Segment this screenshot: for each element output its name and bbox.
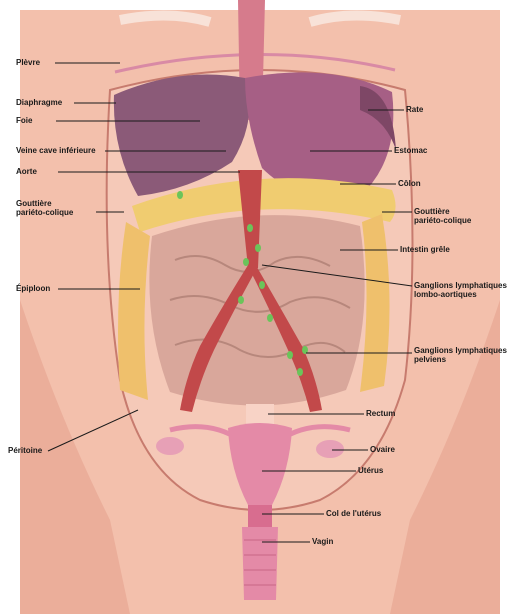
label-colon: Côlon	[398, 179, 421, 188]
label-estomac: Estomac	[394, 146, 427, 155]
right-ovary	[316, 440, 344, 458]
label-uterus: Utérus	[358, 466, 383, 475]
label-epiploon: Épiploon	[16, 284, 50, 293]
label-aorte: Aorte	[16, 167, 37, 176]
label-gouttiere-left-line1: Gouttière	[16, 199, 73, 208]
label-ganglions-pelviens-line1: Ganglions lymphatiques	[414, 346, 507, 355]
vagina	[242, 527, 278, 600]
label-ganglions-pelviens: Ganglions lymphatiques pelviens	[414, 346, 507, 364]
label-ganglions-lombo-line1: Ganglions lymphatiques	[414, 281, 507, 290]
cervix	[248, 505, 272, 527]
left-ovary	[156, 437, 184, 455]
label-ganglions-lombo: Ganglions lymphatiques lombo-aortiques	[414, 281, 507, 299]
label-col-uterus: Col de l'utérus	[326, 509, 381, 518]
label-gouttiere-left: Gouttière pariéto-colique	[16, 199, 73, 217]
label-foie: Foie	[16, 116, 32, 125]
label-rectum: Rectum	[366, 409, 395, 418]
label-gouttiere-left-line2: pariéto-colique	[16, 208, 73, 217]
label-ganglions-pelviens-line2: pelviens	[414, 355, 507, 364]
label-peritoine: Péritoine	[8, 446, 42, 455]
label-diaphragme: Diaphragme	[16, 98, 62, 107]
label-vagin: Vagin	[312, 537, 333, 546]
label-gouttiere-right-line2: pariéto-colique	[414, 216, 471, 225]
label-veine-cave: Veine cave inférieure	[16, 146, 96, 155]
label-gouttiere-right-line1: Gouttière	[414, 207, 471, 216]
label-intestin-grele: Intestin grêle	[400, 245, 450, 254]
label-ovaire: Ovaire	[370, 445, 395, 454]
label-gouttiere-right: Gouttière pariéto-colique	[414, 207, 471, 225]
label-rate: Rate	[406, 105, 423, 114]
label-ganglions-lombo-line2: lombo-aortiques	[414, 290, 507, 299]
label-plevre: Plèvre	[16, 58, 40, 67]
